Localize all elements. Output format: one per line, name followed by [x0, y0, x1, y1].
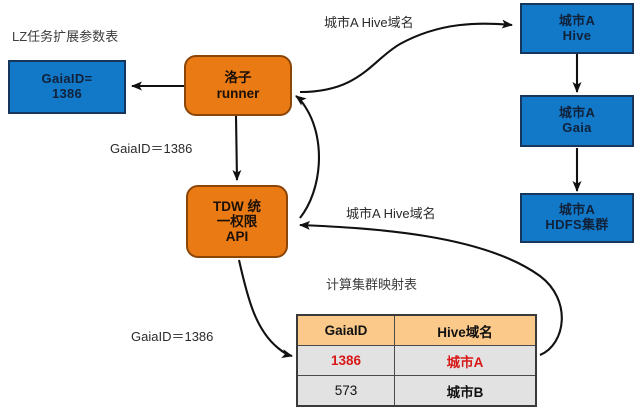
node-tdw-auth-api[interactable]: TDW 统 一权限 API [186, 185, 288, 258]
node-city-a-hdfs-line1: 城市A [558, 202, 596, 218]
edge-label-hive-domain-mid: 城市A Hive域名 [346, 206, 436, 221]
node-city-a-hdfs-line2: HDFS集群 [545, 217, 609, 232]
node-city-a-gaia-line2: Gaia [562, 120, 592, 135]
edge-label-runner-to-tdw: GaiaID＝1386 [110, 141, 193, 156]
table-cell-gaiaid: 1386 [296, 345, 395, 376]
node-tdw-auth-api-line2: 一权限 [216, 213, 258, 229]
table-row[interactable]: 573 城市B [296, 375, 537, 407]
node-luozi-runner[interactable]: 洛子 runner [184, 55, 292, 116]
node-city-a-hive[interactable]: 城市A Hive [520, 3, 634, 54]
table-header-row: GaiaID Hive域名 [296, 314, 537, 346]
node-lz-param-line1: GaiaID= [41, 71, 93, 87]
node-lz-param-gaiaid[interactable]: GaiaID= 1386 [8, 60, 126, 114]
node-city-a-hdfs-cluster[interactable]: 城市A HDFS集群 [520, 193, 634, 243]
table-cell-hive-domain: 城市B [394, 375, 537, 407]
edge-tdw-to-table [237, 259, 293, 358]
edge-label-hive-domain-top: 城市A Hive域名 [324, 15, 414, 30]
edge-tdw-to-runner [295, 95, 320, 219]
table-cell-hive-domain: 城市A [394, 345, 537, 376]
table-row[interactable]: 1386 城市A [296, 345, 537, 376]
cluster-mapping-table[interactable]: GaiaID Hive域名 1386 城市A 573 城市B [296, 314, 537, 407]
lz-param-table-title: LZ任务扩展参数表 [12, 29, 119, 44]
node-city-a-hive-line1: 城市A [558, 12, 596, 28]
node-luozi-runner-line2: runner [216, 85, 260, 101]
cluster-mapping-table-title: 计算集群映射表 [326, 277, 418, 292]
edge-runner-to-city-hive [299, 19, 513, 94]
node-luozi-runner-line1: 洛子 [224, 70, 252, 86]
edge-label-tdw-to-table: GaiaID＝1386 [131, 329, 214, 344]
table-header-hive-domain: Hive域名 [394, 314, 537, 346]
node-city-a-gaia[interactable]: 城市A Gaia [520, 95, 634, 147]
node-city-a-hive-line2: Hive [562, 27, 592, 43]
edge-runner-to-tdw [232, 115, 242, 181]
node-city-a-gaia-line1: 城市A [558, 105, 596, 121]
node-tdw-auth-api-line3: API [225, 229, 249, 245]
node-tdw-auth-api-line1: TDW 统 [213, 198, 261, 214]
table-cell-gaiaid: 573 [296, 375, 395, 407]
table-header-gaiaid: GaiaID [296, 314, 395, 346]
node-lz-param-line2: 1386 [51, 86, 83, 101]
